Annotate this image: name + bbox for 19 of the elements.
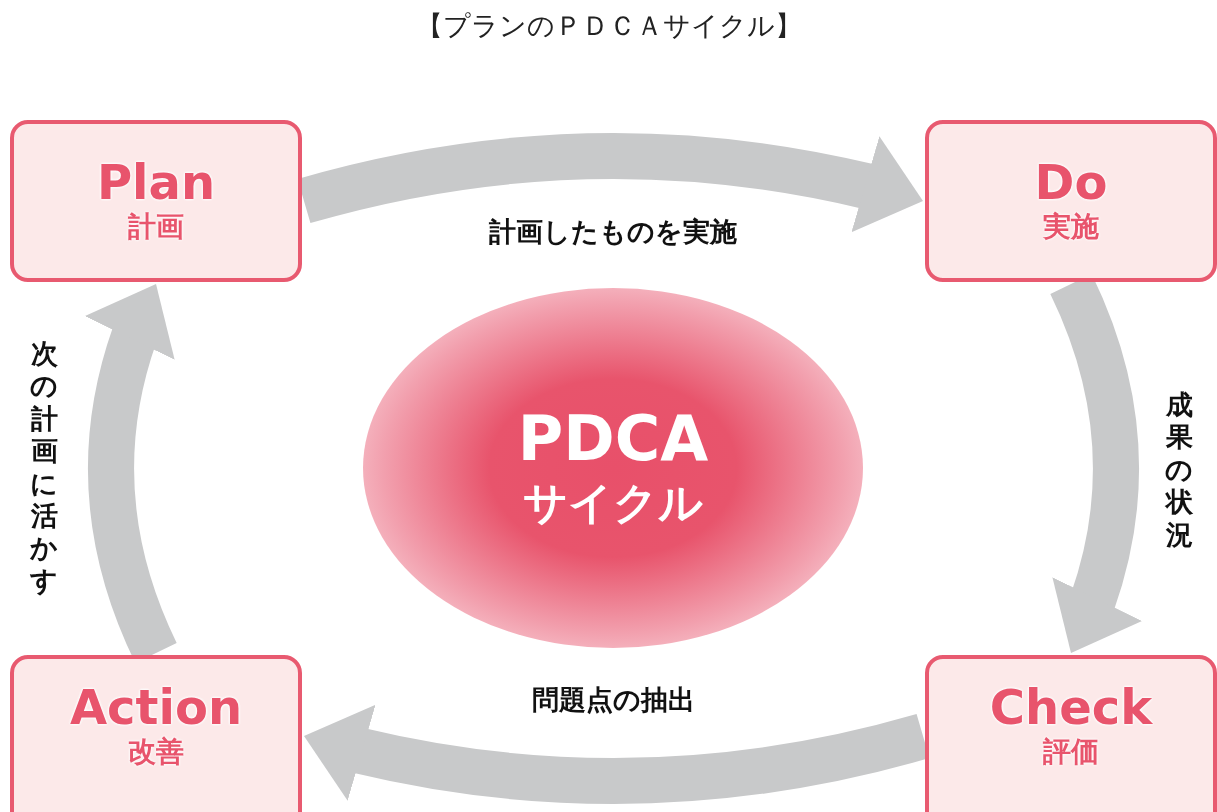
node-title: Do: [1034, 156, 1108, 210]
process-box: [10, 120, 302, 282]
process-box: [925, 120, 1217, 282]
node-subtitle: 評価: [1043, 733, 1099, 770]
node-title: Action: [69, 681, 243, 734]
node-title: Check: [989, 681, 1153, 734]
edge-label: 問題点の抽出: [531, 683, 695, 717]
title: 【プランのＰＤＣＡサイクル】: [415, 10, 802, 41]
edge-label: 次の計画に活かす: [30, 338, 60, 598]
node-title: Plan: [96, 156, 216, 210]
node-subtitle: 実施: [1043, 209, 1099, 246]
process-box: [10, 655, 302, 812]
node-subtitle: 改善: [128, 733, 184, 770]
node-title: PDCA: [517, 405, 709, 474]
process-box: [925, 655, 1217, 812]
node-subtitle: 計画: [128, 209, 184, 246]
edge-label: 成果の状況: [1165, 389, 1195, 551]
node-subtitle: サイクル: [523, 475, 703, 530]
edge-label: 計画したものを実施: [489, 215, 737, 249]
